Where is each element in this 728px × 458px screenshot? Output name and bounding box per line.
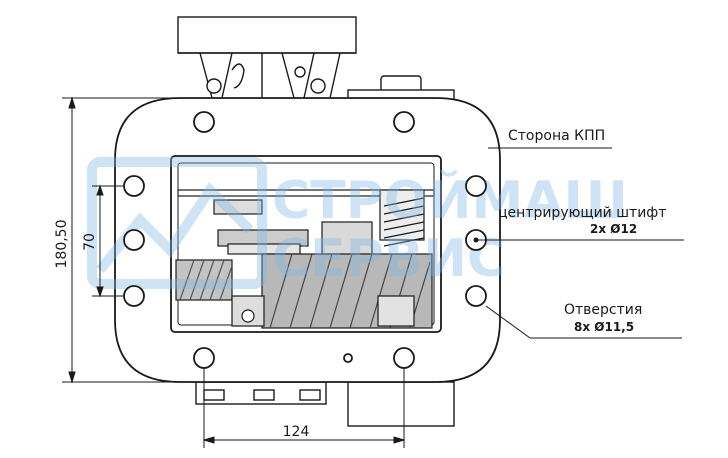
hole [393, 347, 415, 369]
label-locating-pin-spec: 2х Ø12 [590, 222, 637, 236]
hole [123, 175, 145, 197]
hole [123, 285, 145, 307]
label-holes-spec: 8х Ø11,5 [574, 320, 634, 334]
dimension-lines [62, 96, 406, 448]
hole [193, 111, 215, 133]
label-holes: Отверстия [564, 302, 642, 318]
hole [123, 229, 145, 251]
dim-inner-height: 70 [82, 233, 98, 251]
label-locating-pin: центрирующий штифт [498, 205, 666, 221]
label-gearbox-side: Сторона КПП [508, 128, 605, 144]
dim-hole-spacing: 124 [283, 424, 310, 440]
hole [465, 175, 487, 197]
top-mount [177, 16, 357, 99]
leader-lines [476, 147, 684, 339]
gear-internals [175, 189, 435, 329]
watermark-line1: СТРОЙМАШ [272, 170, 628, 231]
dim-outer-height: 180,50 [54, 220, 70, 269]
hole [193, 347, 215, 369]
hole [393, 111, 415, 133]
bottom-mount [195, 381, 455, 427]
hole [343, 353, 353, 363]
mounting-holes [123, 111, 487, 369]
hole [465, 285, 487, 307]
